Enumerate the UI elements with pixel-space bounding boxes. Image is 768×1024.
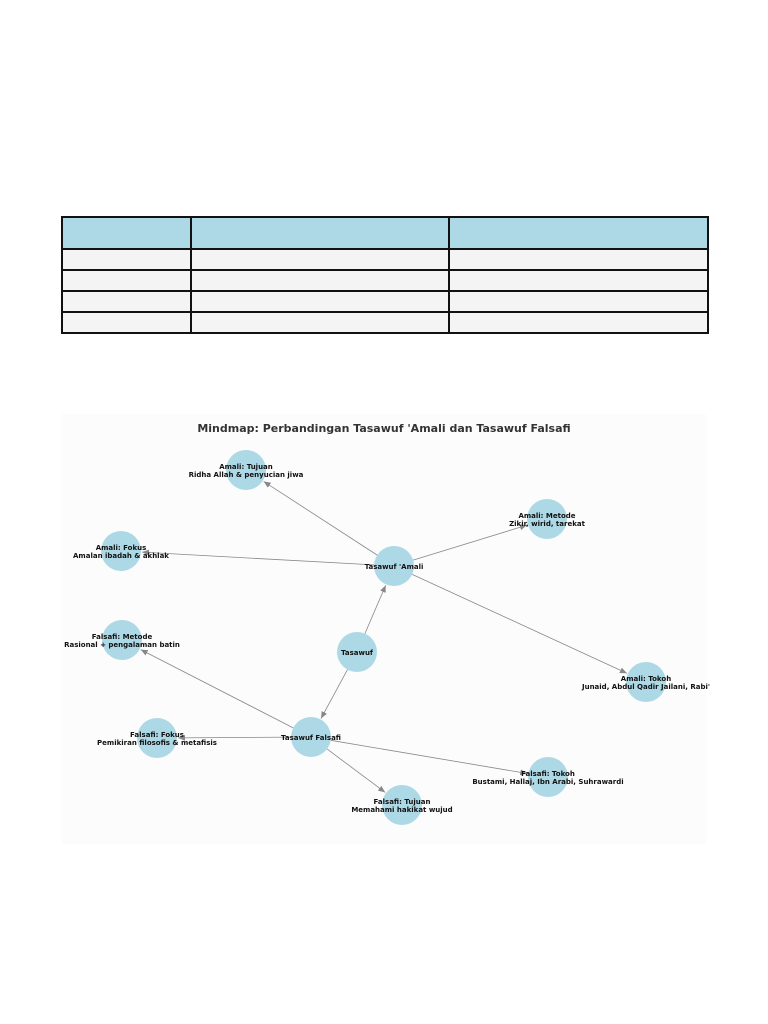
table-cell (190, 269, 450, 292)
table-cell (61, 248, 192, 271)
edge-falsafi-falsafi-fokus (177, 734, 292, 741)
node-circle (291, 717, 331, 757)
table-cell (448, 311, 709, 334)
table-cell (448, 290, 709, 313)
node-root: Tasawuf (337, 632, 377, 672)
table-row (61, 290, 709, 313)
node-label: Rasional + pengalaman batin (64, 641, 180, 649)
node-falsafi: Tasawuf Falsafi (281, 717, 341, 757)
edge-falsafi-falsafi-metode (140, 649, 294, 729)
edge-amali-amali-tokoh (412, 573, 628, 674)
table-row (61, 248, 709, 271)
node-label: Tasawuf Falsafi (281, 734, 341, 742)
node-label: Tasawuf (341, 649, 374, 657)
node-circle (102, 620, 142, 660)
edge-amali-amali-fokus (141, 549, 375, 566)
table-header-cell (61, 216, 192, 250)
edge-falsafi-falsafi-tokoh (330, 739, 528, 776)
node-label: Ridha Allah & penyucian jiwa (189, 471, 304, 479)
node-label: Falsafi: Fokus (130, 731, 184, 739)
node-circle (137, 718, 177, 758)
edge-amali-amali-metode (413, 524, 528, 561)
table-cell (61, 290, 192, 313)
node-label: Bustami, Hallaj, Ibn Arabi, Suhrawardi (472, 778, 623, 786)
node-circle (528, 757, 568, 797)
node-label: Tasawuf 'Amali (365, 563, 424, 571)
table-cell (61, 311, 192, 334)
table-cell (190, 248, 450, 271)
node-label: Amalan ibadah & akhlak (73, 552, 169, 560)
edge-falsafi-falsafi-tujuan (326, 748, 386, 793)
mindmap-edges (140, 481, 628, 793)
node-amali: Tasawuf 'Amali (365, 546, 424, 586)
node-circle (527, 499, 567, 539)
node-label: Amali: Fokus (96, 544, 147, 552)
table-header-cell (448, 216, 709, 250)
edge-root-amali (364, 585, 387, 634)
node-label: Zikir, wirid, tarekat (509, 520, 586, 528)
table-header-cell (190, 216, 450, 250)
node-label: Junaid, Abdul Qadir Jailani, Rabi' (581, 683, 710, 691)
table-cell (190, 290, 450, 313)
table-row (61, 269, 709, 292)
mindmap-title: Mindmap: Perbandingan Tasawuf 'Amali dan… (197, 422, 570, 435)
node-label: Pemikiran filosofis & metafisis (97, 739, 217, 747)
node-label: Falsafi: Tokoh (521, 770, 575, 778)
edge-root-falsafi (320, 669, 348, 719)
node-circle (382, 785, 422, 825)
node-circle (374, 546, 414, 586)
table-cell (190, 311, 450, 334)
node-circle (101, 531, 141, 571)
node-label: Falsafi: Tujuan (374, 798, 431, 806)
table-header-row (61, 216, 709, 250)
comparison-table (61, 216, 709, 334)
node-circle (626, 662, 666, 702)
node-circle (226, 450, 266, 490)
edge-amali-amali-tujuan (263, 481, 378, 556)
table-row (61, 311, 709, 334)
node-label: Memahami hakikat wujud (351, 806, 452, 814)
node-circle (337, 632, 377, 672)
table-cell (448, 248, 709, 271)
mindmap-panel (62, 414, 706, 844)
node-label: Amali: Tokoh (621, 675, 671, 683)
table-cell (448, 269, 709, 292)
table-cell (61, 269, 192, 292)
node-label: Falsafi: Metode (92, 633, 153, 641)
node-label: Amali: Metode (518, 512, 575, 520)
node-label: Amali: Tujuan (219, 463, 273, 471)
